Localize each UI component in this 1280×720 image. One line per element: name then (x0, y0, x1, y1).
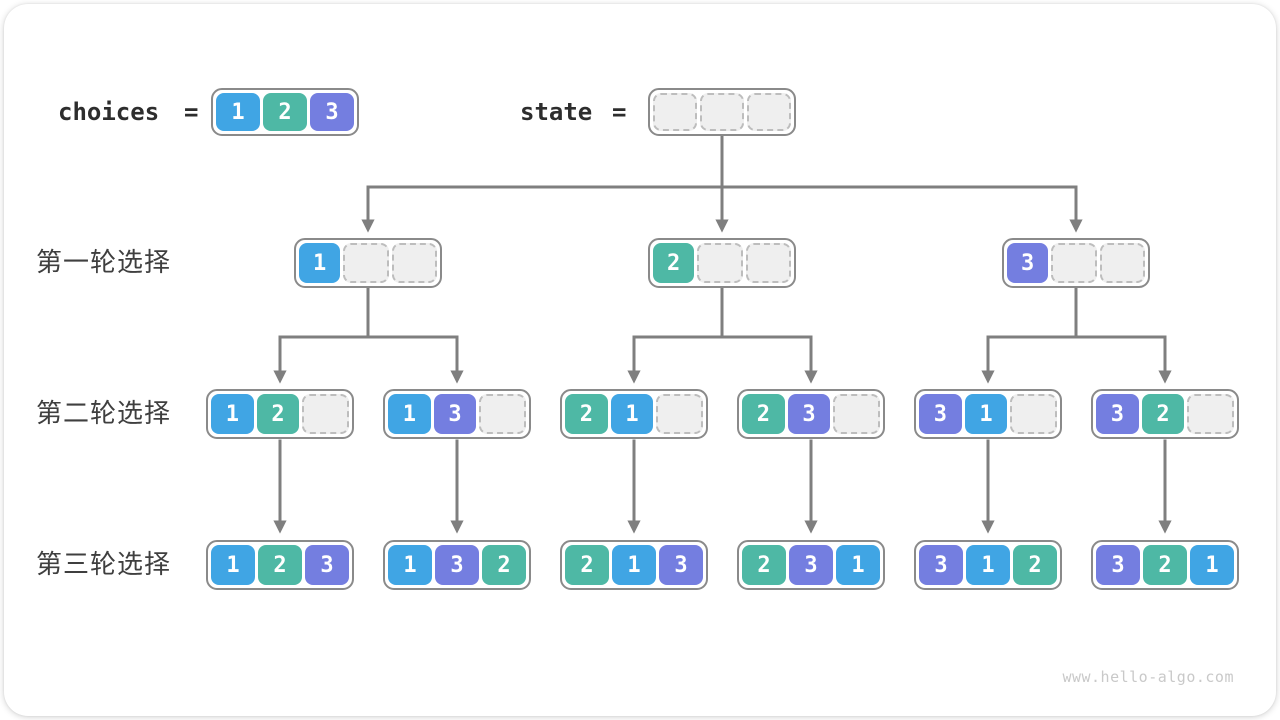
empty-cell (745, 243, 791, 283)
round-2-label: 第二轮选择 (36, 398, 172, 428)
empty-cell (1051, 243, 1097, 283)
empty-cell (343, 243, 389, 283)
empty-cell (391, 243, 437, 283)
choices-variable-label: choices (58, 98, 160, 126)
value-cell: 2 (1143, 545, 1187, 585)
state-node-round1-3: 3 (1002, 238, 1150, 288)
empty-cell (1099, 243, 1145, 283)
value-cell: 1 (211, 394, 254, 434)
watermark: www.hello-algo.com (1062, 668, 1234, 686)
value-cell: 3 (310, 93, 354, 131)
value-cell: 2 (565, 394, 608, 434)
value-cell: 3 (787, 394, 831, 434)
value-cell: 2 (258, 545, 302, 585)
state-variable-label: state (520, 98, 593, 126)
empty-cell (697, 243, 743, 283)
state-array (648, 88, 796, 136)
value-cell: 1 (964, 394, 1008, 434)
value-cell: 1 (612, 545, 656, 585)
value-cell: 1 (211, 545, 255, 585)
value-cell: 2 (482, 545, 526, 585)
state-equals-sign: = (612, 98, 627, 126)
value-cell: 2 (1141, 394, 1185, 434)
value-cell: 3 (1096, 394, 1139, 434)
empty-cell (479, 394, 527, 434)
value-cell: 3 (1096, 545, 1140, 585)
value-cell: 3 (919, 545, 963, 585)
empty-cell (653, 93, 697, 131)
empty-cell (747, 93, 791, 131)
value-cell: 3 (1007, 243, 1049, 283)
state-node-round1-1: 1 (294, 238, 442, 288)
empty-cell (1010, 394, 1058, 434)
value-cell: 2 (742, 394, 785, 434)
value-cell: 2 (565, 545, 609, 585)
value-cell: 2 (742, 545, 786, 585)
value-cell: 2 (256, 394, 300, 434)
value-cell: 3 (659, 545, 703, 585)
value-cell: 1 (610, 394, 654, 434)
value-cell: 1 (216, 93, 260, 131)
value-cell: 3 (919, 394, 962, 434)
empty-cell (833, 394, 881, 434)
value-cell: 3 (789, 545, 833, 585)
round-1-label: 第一轮选择 (36, 247, 172, 277)
value-cell: 3 (435, 545, 479, 585)
value-cell: 1 (299, 243, 341, 283)
value-cell: 2 (1013, 545, 1057, 585)
value-cell: 2 (653, 243, 695, 283)
value-cell: 3 (433, 394, 477, 434)
value-cell: 1 (388, 394, 431, 434)
value-cell: 3 (305, 545, 349, 585)
value-cell: 1 (966, 545, 1010, 585)
empty-cell (1187, 394, 1235, 434)
round-3-label: 第三轮选择 (36, 549, 172, 579)
state-node-round1-2: 2 (648, 238, 796, 288)
choices-equals-sign: = (184, 98, 199, 126)
empty-cell (656, 394, 704, 434)
empty-cell (700, 93, 744, 131)
empty-cell (302, 394, 350, 434)
value-cell: 1 (1190, 545, 1234, 585)
value-cell: 1 (388, 545, 432, 585)
value-cell: 1 (836, 545, 880, 585)
value-cell: 2 (263, 93, 307, 131)
